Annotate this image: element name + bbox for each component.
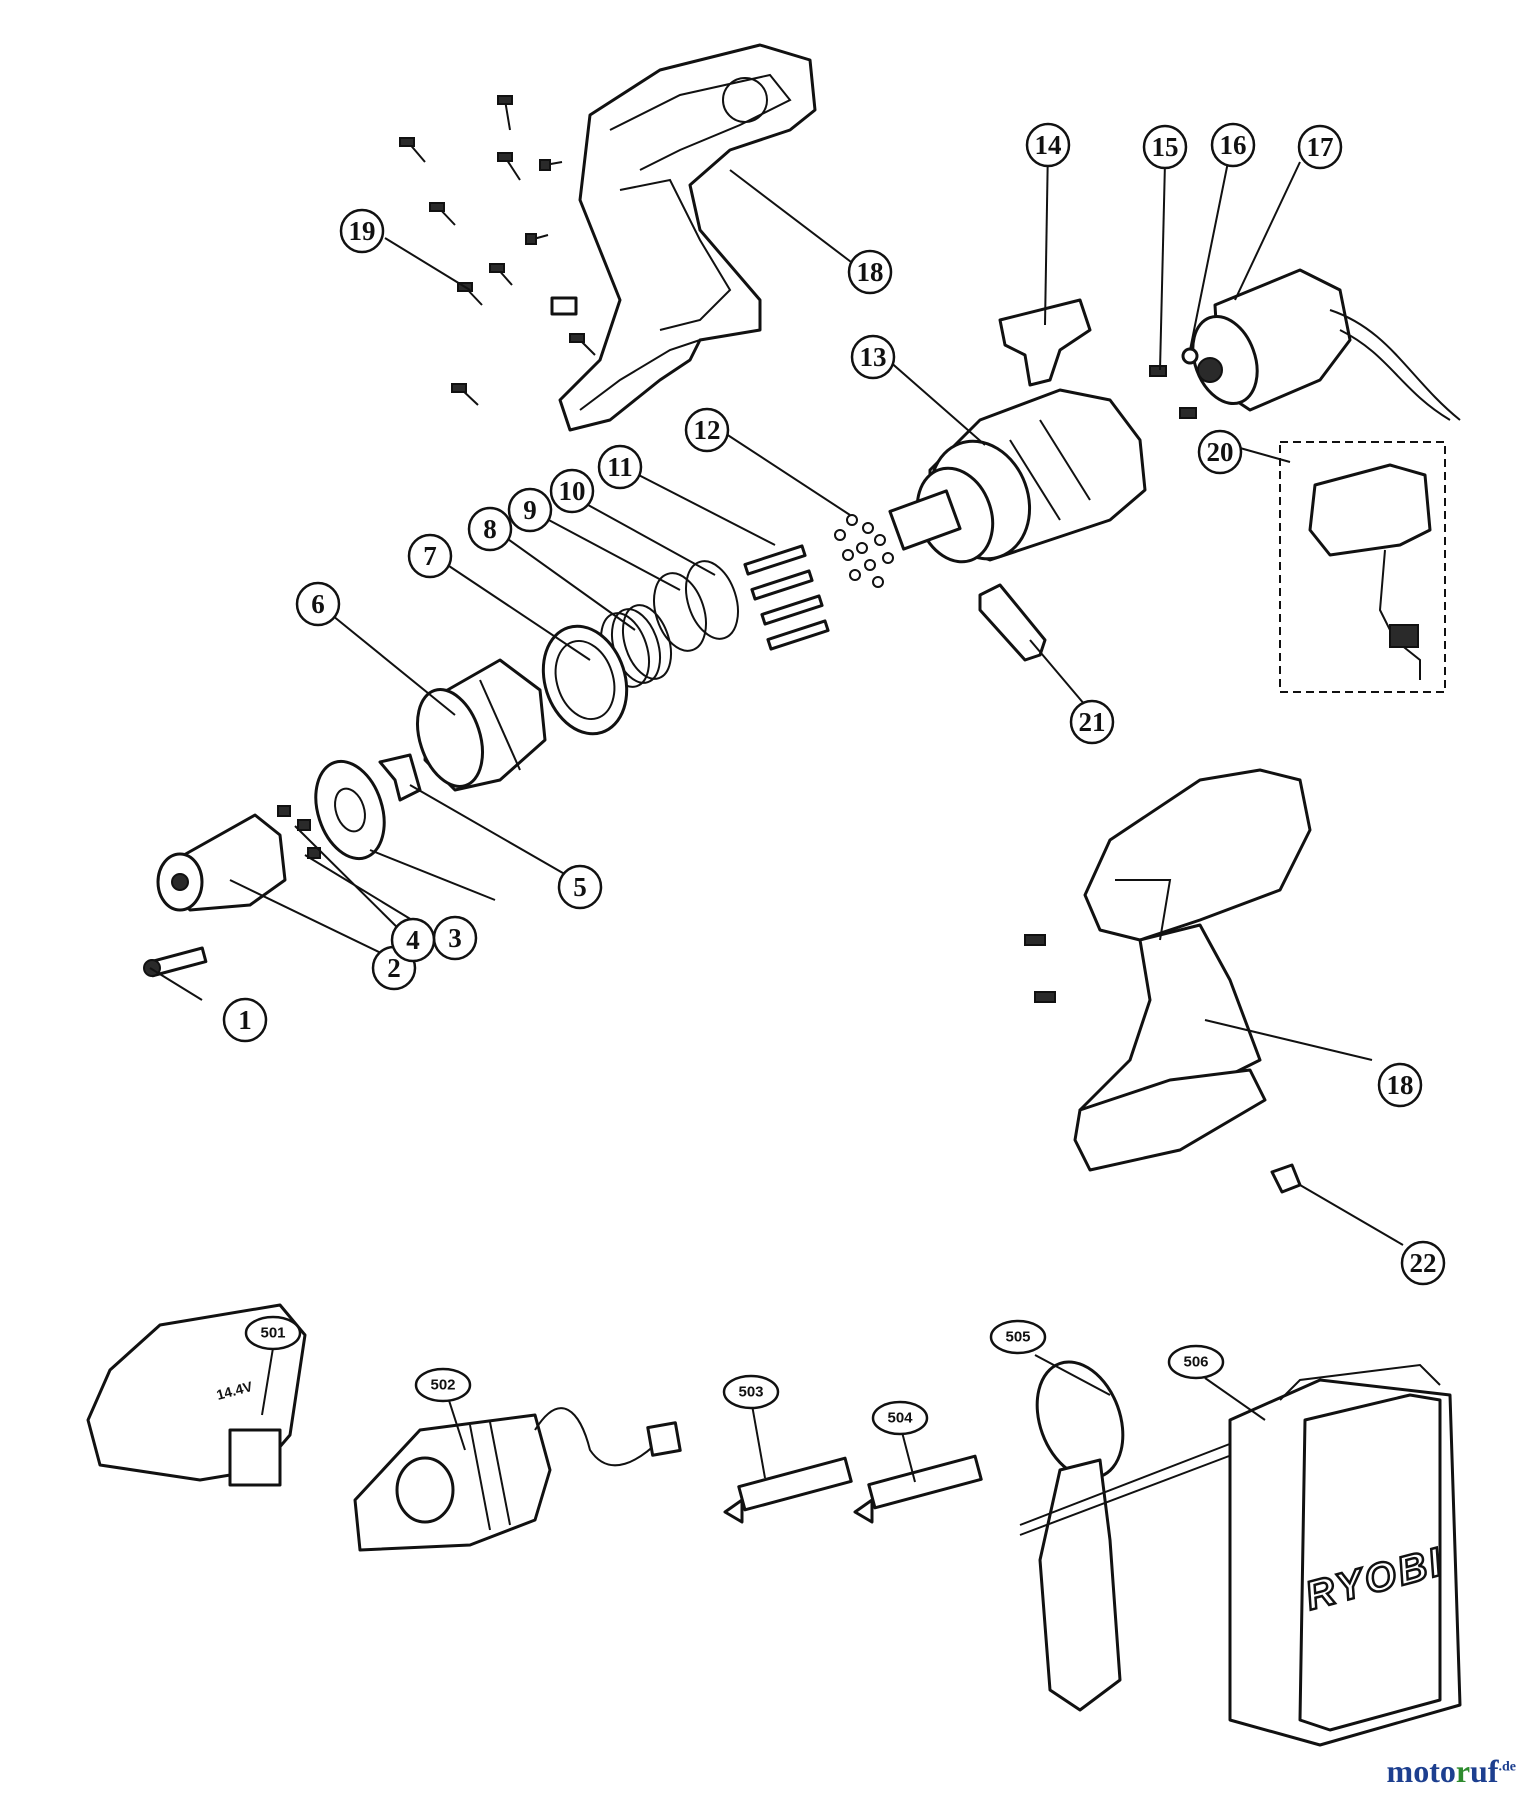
callout-20: 20 <box>1197 429 1243 475</box>
chuck-plate <box>314 759 496 901</box>
svg-text:502: 502 <box>430 1377 455 1394</box>
body-screw-2 <box>1034 991 1056 1003</box>
watermark-logo: motoruf.de <box>1386 1753 1516 1789</box>
ring-10 <box>685 560 739 640</box>
switch-lever <box>998 298 1092 387</box>
svg-text:19: 19 <box>349 216 376 246</box>
svg-text:18: 18 <box>1387 1070 1414 1100</box>
svg-text:21: 21 <box>1079 707 1106 737</box>
side-handle <box>1019 1360 1246 1712</box>
callout-7: 7 <box>407 533 453 579</box>
callout-10: 10 <box>549 468 595 514</box>
callout-19: 19 <box>339 208 385 254</box>
carrying-case: RYOBI <box>1228 1363 1462 1747</box>
callout-11: 11 <box>597 444 643 490</box>
ball-bearings <box>834 514 894 588</box>
svg-text:10: 10 <box>559 476 586 506</box>
chuck-screw <box>143 946 208 978</box>
spring-clip <box>378 753 422 802</box>
housing-screws <box>399 95 596 406</box>
housing-half-left <box>558 43 817 432</box>
svg-text:503: 503 <box>738 1384 763 1401</box>
screwdriver-bit-2 <box>853 1454 983 1524</box>
callout-21: 21 <box>1069 699 1115 745</box>
svg-text:1: 1 <box>238 1005 252 1035</box>
svg-text:2: 2 <box>387 953 401 983</box>
ring-9 <box>653 572 707 652</box>
svg-text:8: 8 <box>483 514 497 544</box>
callout-8: 8 <box>467 506 513 552</box>
callout-6: 6 <box>295 581 341 627</box>
clutch-ring <box>541 624 629 736</box>
callout-12: 12 <box>684 407 730 453</box>
callout-502: 502 <box>414 1367 472 1403</box>
connector-plate <box>978 583 1047 662</box>
callout-17: 17 <box>1297 124 1343 170</box>
clutch-collar <box>416 658 547 792</box>
callout-14: 14 <box>1025 122 1071 168</box>
svg-text:3: 3 <box>448 923 462 953</box>
callout-503: 503 <box>722 1374 780 1410</box>
svg-text:18: 18 <box>857 257 884 287</box>
svg-text:4: 4 <box>406 925 420 955</box>
svg-text:17: 17 <box>1307 132 1334 162</box>
svg-text:6: 6 <box>311 589 325 619</box>
callout-3: 3 <box>432 915 478 961</box>
svg-text:9: 9 <box>523 495 537 525</box>
svg-text:16: 16 <box>1220 130 1247 160</box>
callout-15: 15 <box>1142 124 1188 170</box>
trigger-switch <box>1279 441 1446 693</box>
callout-16: 16 <box>1210 122 1256 168</box>
callout-5: 5 <box>557 864 603 910</box>
callout-504: 504 <box>871 1400 929 1436</box>
pinion-washer <box>1181 347 1199 365</box>
callout-4: 4 <box>390 917 436 963</box>
motor-screw <box>1149 365 1167 377</box>
callout-501: 501 <box>244 1315 302 1351</box>
callout-13: 13 <box>850 334 896 380</box>
plate-screws <box>277 805 321 859</box>
svg-text:20: 20 <box>1207 437 1234 467</box>
svg-text:7: 7 <box>423 541 437 571</box>
motor <box>1191 268 1461 421</box>
svg-text:13: 13 <box>860 342 887 372</box>
svg-text:15: 15 <box>1152 132 1179 162</box>
gearbox-assembly <box>888 388 1147 564</box>
svg-text:11: 11 <box>607 452 633 482</box>
callout-18-top: 18 <box>847 249 893 295</box>
callout-9: 9 <box>507 487 553 533</box>
housing-half-right <box>1073 768 1312 1172</box>
clutch-pins <box>743 544 830 651</box>
callout-22: 22 <box>1400 1240 1446 1286</box>
svg-text:14: 14 <box>1035 130 1062 160</box>
callout-505: 505 <box>989 1319 1047 1355</box>
motor-screw-2 <box>1179 407 1197 419</box>
battery-pack: 14.4V <box>86 1303 307 1487</box>
svg-text:506: 506 <box>1183 1354 1208 1371</box>
svg-text:504: 504 <box>887 1410 913 1427</box>
belt-clip-nut <box>1270 1163 1302 1194</box>
callout-18-bottom: 18 <box>1377 1062 1423 1108</box>
callout-1: 1 <box>222 997 268 1043</box>
svg-text:22: 22 <box>1410 1248 1437 1278</box>
svg-text:12: 12 <box>694 415 721 445</box>
keyless-chuck <box>156 813 287 912</box>
callout-506: 506 <box>1167 1344 1225 1380</box>
screwdriver-bit-1 <box>723 1456 853 1524</box>
charger <box>353 1407 682 1552</box>
leader-lines <box>149 144 1404 1483</box>
svg-text:501: 501 <box>260 1325 285 1342</box>
svg-text:505: 505 <box>1005 1329 1030 1346</box>
svg-text:5: 5 <box>573 872 587 902</box>
body-screw <box>1024 934 1046 946</box>
